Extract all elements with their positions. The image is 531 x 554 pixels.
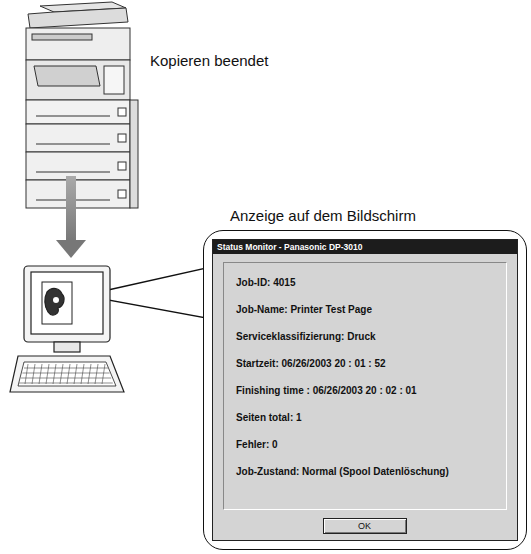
flow-arrow [56, 176, 86, 258]
status-line: Finishing time : 06/26/2003 20 : 02 : 01 [236, 385, 496, 396]
keyboard-key [32, 364, 35, 384]
status-line: Job-ID: 4015 [236, 277, 496, 288]
callout-wedge [108, 268, 206, 318]
keyboard-key [95, 364, 98, 384]
ok-button: OK [323, 518, 407, 534]
status-line: Seiten total: 1 [236, 412, 496, 423]
keyboard-key [24, 368, 108, 369]
keyboard-key [25, 364, 28, 384]
keyboard-key [53, 364, 56, 384]
keyboard-key [21, 378, 111, 379]
keyboard-key [67, 364, 70, 384]
keyboard-key [81, 364, 84, 384]
status-line: Job-Zustand: Normal (Spool Datenlöschung… [236, 466, 496, 477]
keyboard-key [46, 364, 49, 384]
status-line: Fehler: 0 [236, 439, 496, 450]
callout-heading: Anzeige auf dem Bildschirm [230, 207, 416, 224]
keyboard-key [60, 364, 63, 384]
copier [26, 2, 138, 208]
status-caption: Kopieren beendet [150, 52, 268, 69]
button-label: OK [324, 519, 406, 533]
status-line: Job-Name: Printer Test Page [236, 304, 496, 315]
keyboard-key [39, 364, 42, 384]
dialog-panel: Job-ID: 4015Job-Name: Printer Test PageS… [223, 262, 507, 510]
computer [10, 266, 124, 392]
status-line: Startzeit: 06/26/2003 20 : 01 : 52 [236, 358, 496, 369]
keyboard-key [88, 364, 91, 384]
keyboard-key [74, 364, 77, 384]
keyboard-key [102, 364, 105, 384]
dialog-window: OK Status Monitor - Panasonic DP-3010Job-… [212, 239, 518, 541]
window-title: Status Monitor - Panasonic DP-3010 [213, 240, 517, 254]
callout-bubble: OK Status Monitor - Panasonic DP-3010Job-… [203, 230, 527, 550]
keyboard-key [19, 383, 113, 384]
status-line: Serviceklassifizierung: Druck [236, 331, 496, 342]
